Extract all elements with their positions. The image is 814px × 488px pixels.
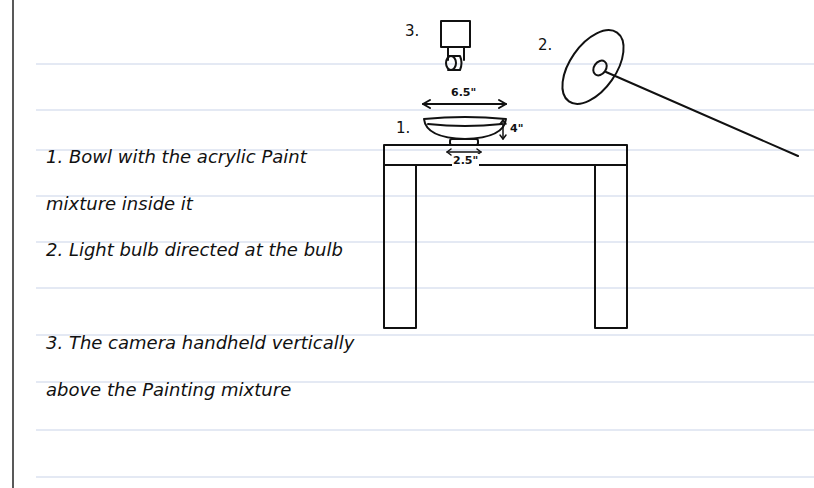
dimension-label: 6.5"	[450, 86, 477, 99]
legend-note: 1. Bowl with the acrylic Paint mixture i…	[46, 134, 376, 227]
dimension-label: 2.5"	[452, 154, 479, 167]
callout-number: 2.	[538, 36, 552, 54]
legend-note: 3. The camera handheld vertically above …	[46, 320, 376, 413]
callout-number: 3.	[405, 22, 419, 40]
legend-note: 2. Light bulb directed at the bulb	[46, 227, 376, 274]
callout-number: 1.	[396, 119, 410, 137]
dimension-label: 4"	[509, 122, 524, 135]
